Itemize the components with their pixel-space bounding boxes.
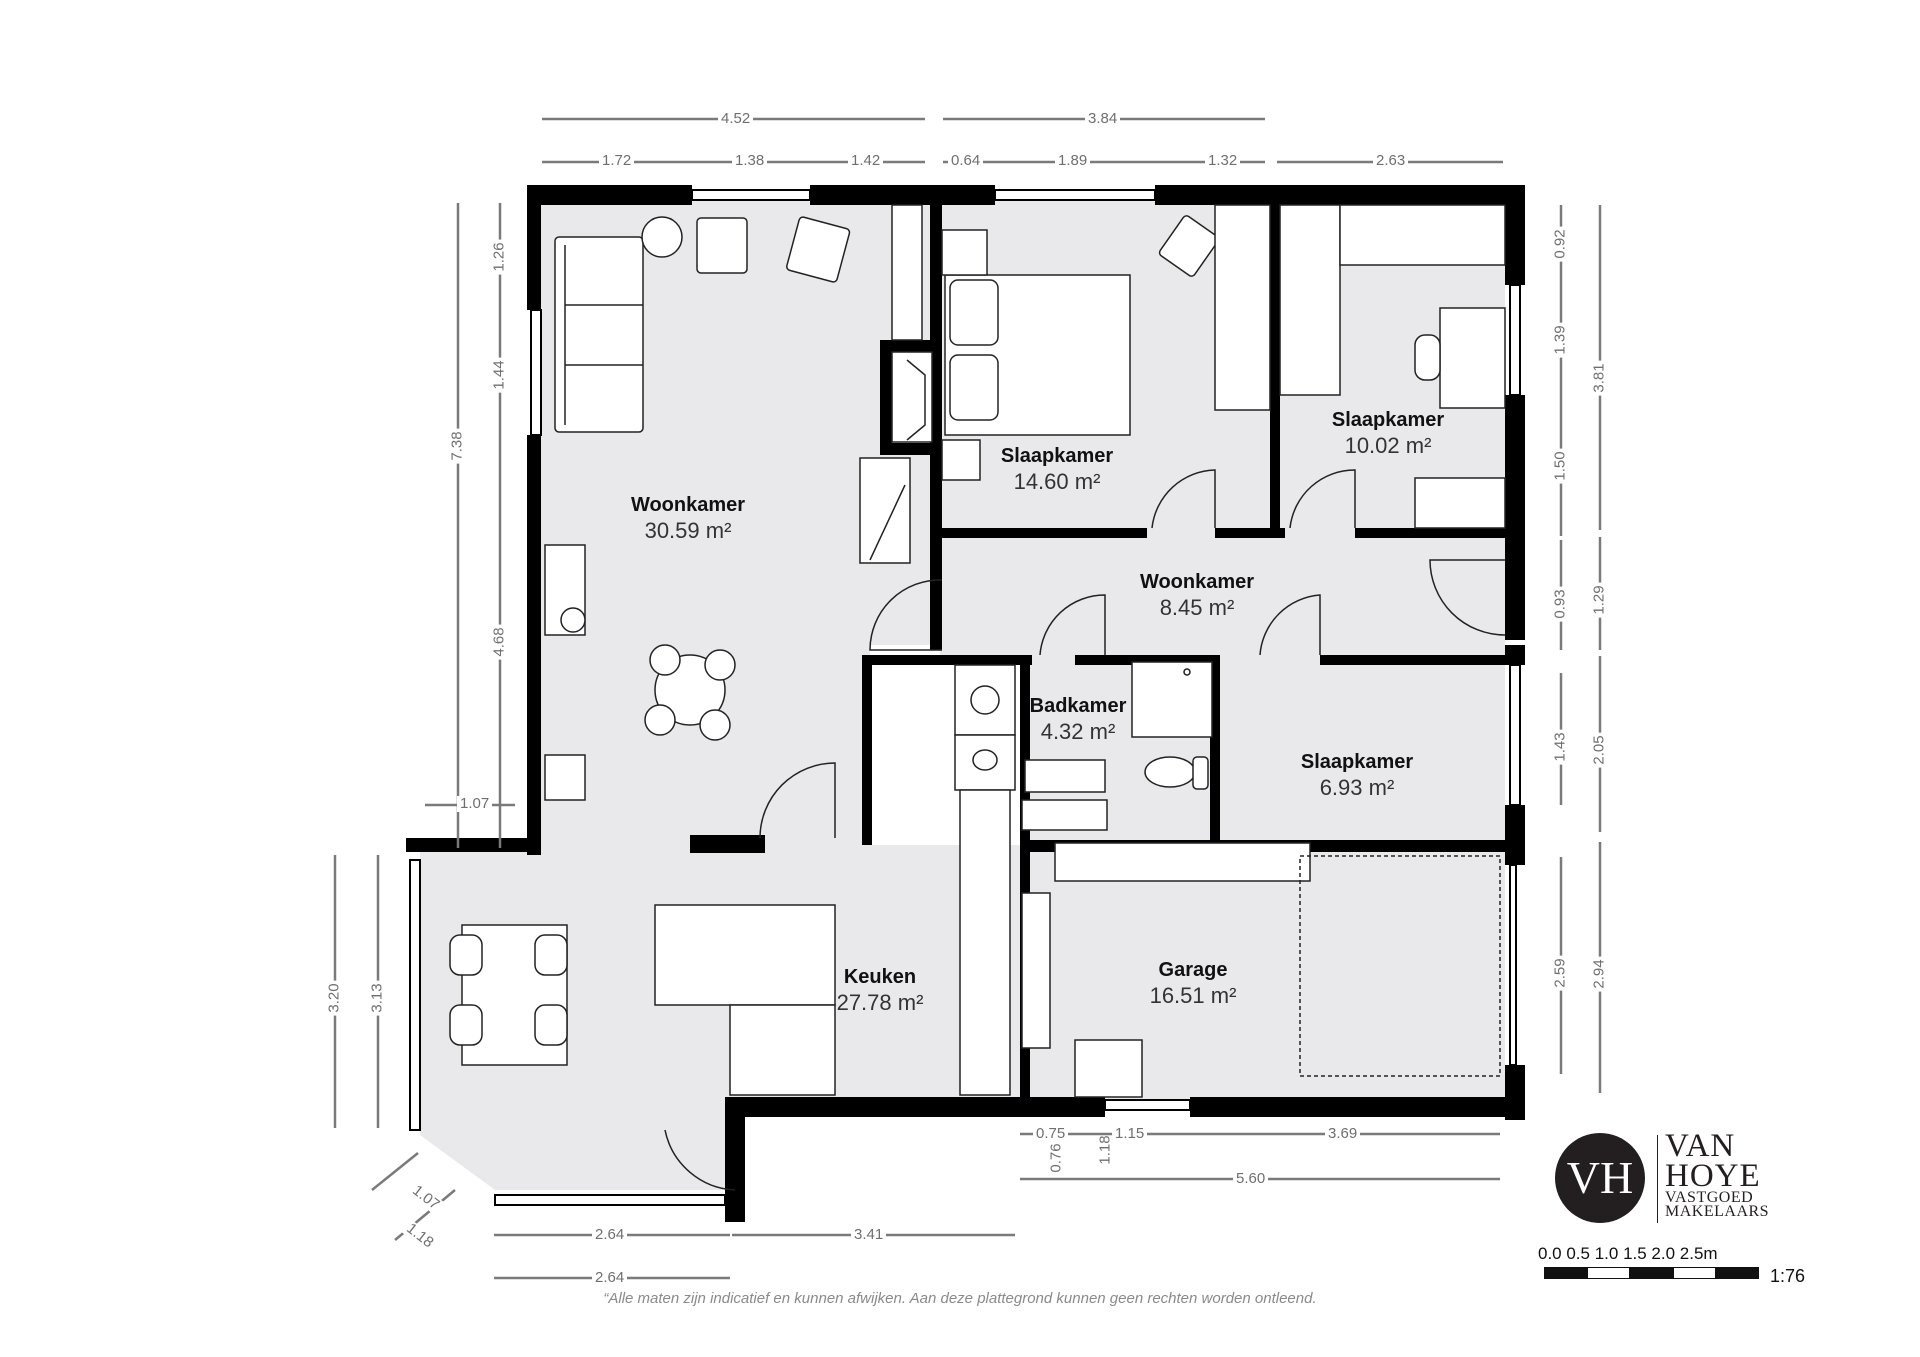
room-name: Keuken xyxy=(843,966,917,988)
dim-right-inner: 0.92 xyxy=(1552,226,1569,262)
scale-labels: 0.0 0.5 1.0 1.5 2.0 2.5m xyxy=(1538,1244,1718,1263)
dim-right-outer: 2.94 xyxy=(1591,956,1608,992)
room-area: 10.02 m² xyxy=(1344,433,1432,458)
scale-segment xyxy=(1716,1267,1759,1279)
monogram-icon: VH xyxy=(1555,1133,1645,1223)
room-area: 6.93 m² xyxy=(1319,775,1395,800)
walls xyxy=(406,185,1525,1222)
room-badkamer: Badkamer 4.32 m² xyxy=(1030,694,1127,746)
room-name: Slaapkamer xyxy=(1331,409,1445,431)
dryer-icon xyxy=(954,734,1016,791)
room-name: Woonkamer xyxy=(630,494,746,516)
dim-right-inner: 0.93 xyxy=(1552,586,1569,622)
scale-segments xyxy=(1544,1267,1759,1279)
logo-line-3: VASTGOED xyxy=(1665,1189,1754,1206)
dim-top-seg: 1.38 xyxy=(732,153,768,169)
dim-right-inner: 1.43 xyxy=(1552,729,1569,765)
dim-bottom-inner: 2.64 xyxy=(592,1227,628,1243)
room-garage: Garage 16.51 m² xyxy=(1150,958,1237,1010)
logo-line-1: VAN xyxy=(1665,1128,1736,1164)
windows xyxy=(409,189,1521,1206)
room-woonkamer-main: Woonkamer 30.59 m² xyxy=(631,493,745,545)
washer-icon xyxy=(954,664,1016,736)
dim-right-inner: 1.50 xyxy=(1552,448,1569,484)
logo-divider xyxy=(1657,1135,1658,1223)
scale-segment xyxy=(1630,1267,1673,1279)
dim-right-outer: 3.81 xyxy=(1591,360,1608,396)
room-name: Garage xyxy=(1158,959,1228,981)
dim-garage-bottom: 0.75 xyxy=(1033,1126,1069,1142)
dim-bottom-outer: 2.64 xyxy=(592,1270,628,1286)
room-slaapkamer-3: Slaapkamer 6.93 m² xyxy=(1301,750,1413,802)
room-name: Badkamer xyxy=(1029,695,1127,717)
dim-top-total-left: 4.52 xyxy=(718,111,754,127)
room-name: Woonkamer xyxy=(1139,571,1255,593)
logo-wordmark: VAN HOYE VASTGOED MAKELAARS xyxy=(1665,1128,1770,1220)
room-area: 14.60 m² xyxy=(1013,469,1101,494)
shower-icon xyxy=(1131,661,1213,738)
dim-garage-bottom: 1.15 xyxy=(1112,1126,1148,1142)
room-area: 27.78 m² xyxy=(836,990,924,1015)
dim-garage-small-v: 1.18 xyxy=(1096,1135,1114,1165)
fireplace-icon xyxy=(891,351,933,443)
dim-top-seg: 0.64 xyxy=(948,153,984,169)
room-area: 4.32 m² xyxy=(1040,719,1116,744)
scale-bar: 0.0 0.5 1.0 1.5 2.0 2.5m 1:76 xyxy=(1538,1244,1805,1286)
dim-bottom-inner: 3.41 xyxy=(851,1227,887,1243)
dim-left-outer: 7.38 xyxy=(449,428,466,464)
scale-segment xyxy=(1587,1267,1630,1279)
dim-top-seg: 1.89 xyxy=(1055,153,1091,169)
dim-bay-inner: 3.13 xyxy=(369,980,386,1016)
dim-left-jog: 1.07 xyxy=(457,796,493,812)
scale-segment xyxy=(1544,1267,1587,1279)
room-area: 30.59 m² xyxy=(644,518,732,543)
scale-segment xyxy=(1673,1267,1716,1279)
dim-right-outer: 1.29 xyxy=(1591,582,1608,618)
logo-line-4: MAKELAARS xyxy=(1665,1203,1770,1220)
dim-top-seg: 1.42 xyxy=(848,153,884,169)
room-slaapkamer-1: Slaapkamer 14.60 m² xyxy=(1001,444,1113,496)
room-area: 8.45 m² xyxy=(1159,595,1235,620)
brand-logo: VH VAN HOYE VASTGOED MAKELAARS xyxy=(1555,1125,1785,1225)
dim-top-total-right: 3.84 xyxy=(1085,111,1121,127)
disclaimer-text: “Alle maten zijn indicatief en kunnen af… xyxy=(603,1290,1317,1307)
room-name: Slaapkamer xyxy=(1000,445,1114,467)
dim-right-inner: 1.39 xyxy=(1552,322,1569,358)
dim-garage-small-v: 0.76 xyxy=(1047,1143,1065,1173)
room-name: Slaapkamer xyxy=(1300,751,1414,773)
dim-garage-bottom: 3.69 xyxy=(1325,1126,1361,1142)
toilet-icon xyxy=(1144,756,1209,790)
dim-left-inner: 4.68 xyxy=(491,624,508,660)
dim-top-seg: 1.32 xyxy=(1205,153,1241,169)
scale-ratio: 1:76 xyxy=(1770,1266,1806,1286)
dim-garage-total: 5.60 xyxy=(1233,1171,1269,1187)
dim-left-inner: 1.44 xyxy=(491,357,508,393)
dim-right-inner: 2.59 xyxy=(1552,955,1569,991)
furniture xyxy=(449,204,1506,1098)
dim-top-seg: 1.72 xyxy=(599,153,635,169)
logo-line-2: HOYE xyxy=(1665,1158,1761,1194)
room-woonkamer-hall: Woonkamer 8.45 m² xyxy=(1140,570,1254,622)
room-keuken: Keuken 27.78 m² xyxy=(837,965,924,1017)
doors xyxy=(664,469,1506,1191)
dim-top-seg: 2.63 xyxy=(1373,153,1409,169)
room-area: 16.51 m² xyxy=(1149,983,1237,1008)
dim-bay-outer: 3.20 xyxy=(326,980,343,1016)
room-slaapkamer-2: Slaapkamer 10.02 m² xyxy=(1332,408,1444,460)
dim-left-inner: 1.26 xyxy=(491,239,508,275)
dim-right-outer: 2.05 xyxy=(1591,732,1608,768)
